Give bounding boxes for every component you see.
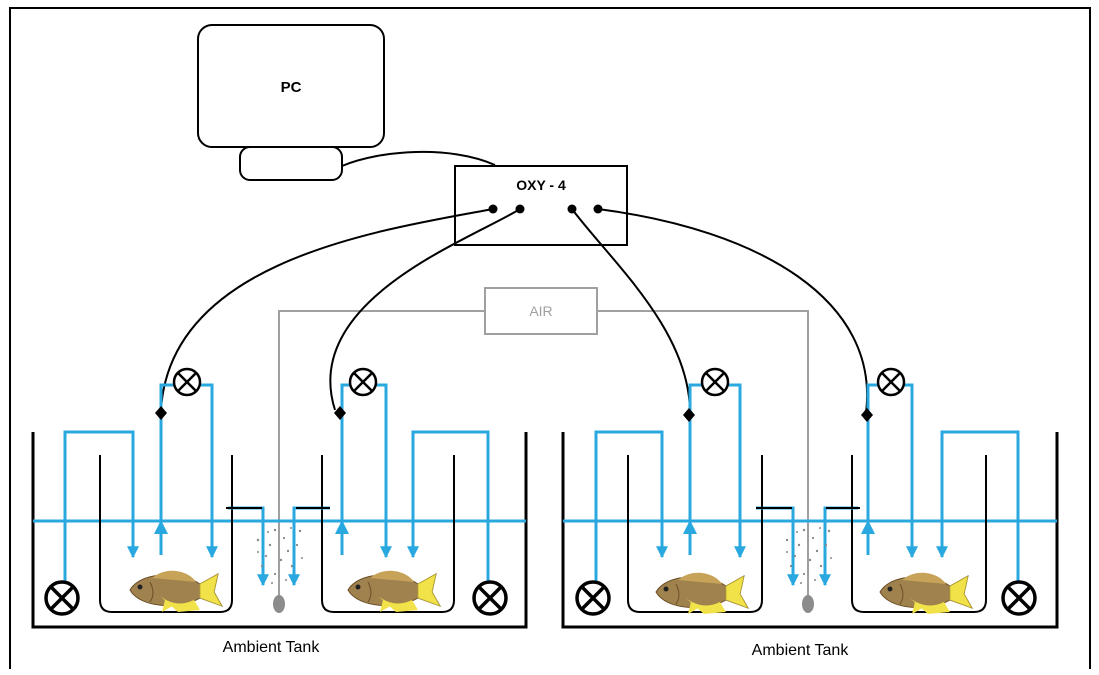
water-flow-left (63, 383, 490, 587)
fish-icon (129, 570, 223, 613)
fish-icon (347, 570, 441, 613)
pump-icon (1001, 580, 1037, 616)
chamber-c (627, 455, 763, 613)
ambient-tank-left (31, 432, 528, 629)
air-line-left (278, 310, 485, 600)
tank-label-left: Ambient Tank (223, 639, 321, 656)
air-stone-icon (802, 595, 814, 613)
pc-label: PC (281, 79, 302, 96)
probe-cable-3 (571, 208, 691, 414)
pc-base (239, 146, 343, 181)
oxy-meter: OXY - 4 (454, 165, 628, 246)
valve-icon (348, 367, 378, 397)
chamber-d (851, 455, 987, 613)
pump-icon (575, 580, 611, 616)
air-bubbles-right (785, 527, 832, 584)
oxy-meter-label: OXY - 4 (516, 177, 566, 193)
probe-cable-1 (160, 208, 494, 411)
inflow-arrow-a (154, 520, 168, 534)
oxygen-probe-icon (683, 408, 695, 422)
water-flow-right (594, 383, 1020, 587)
pump-icon (44, 580, 80, 616)
pc-monitor: PC (197, 24, 385, 148)
probe-cable-4 (597, 208, 869, 414)
diagram-frame (9, 7, 1091, 669)
air-bubbles-left (256, 527, 303, 584)
chamber-b (321, 455, 455, 613)
pump-icon (472, 580, 508, 616)
fish-icon (879, 572, 973, 615)
inflow-arrow-b (335, 520, 349, 534)
fish-icon (655, 572, 749, 615)
inflow-arrow-d (861, 520, 875, 534)
air-label: AIR (529, 303, 552, 319)
tank-label-right: Ambient Tank (752, 642, 850, 659)
chamber-a (99, 455, 233, 613)
valve-icon (700, 367, 730, 397)
pc-meter-cable (341, 150, 496, 167)
air-stone-icon (273, 595, 285, 613)
oxygen-probe-icon (861, 408, 873, 422)
air-line-right (597, 310, 809, 600)
oxygen-probe-icon (155, 406, 167, 420)
valve-icon (876, 367, 906, 397)
probe-cable-2 (329, 208, 521, 411)
oxygen-probe-icon (334, 406, 346, 420)
inflow-arrow-c (683, 520, 697, 534)
air-supply: AIR (484, 287, 598, 335)
valve-icon (172, 367, 202, 397)
ambient-tank-right (561, 432, 1059, 629)
